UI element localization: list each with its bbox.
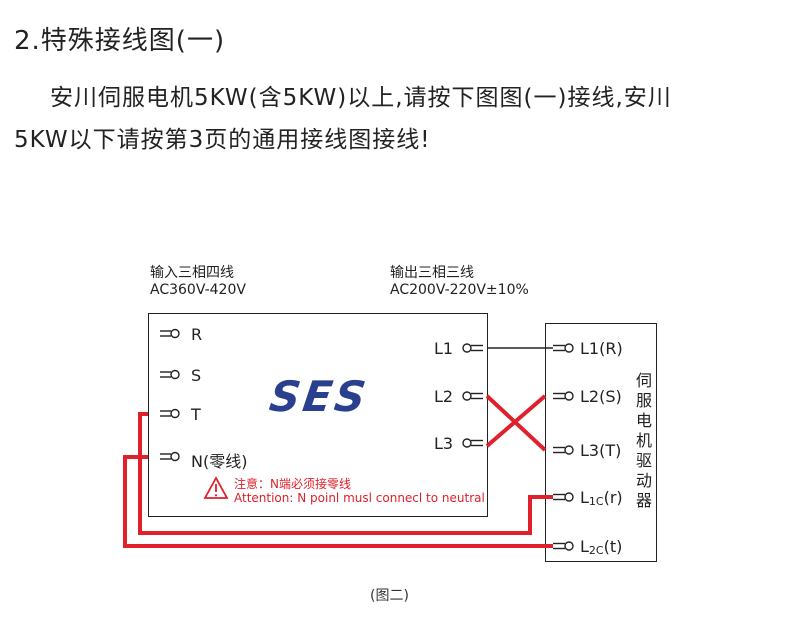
driver-terminal-symbols bbox=[553, 343, 574, 551]
terminal-r-label: R bbox=[191, 325, 203, 344]
driver-label-char: 服 bbox=[635, 391, 652, 410]
terminal-l2-label: L2 bbox=[434, 387, 454, 406]
terminal-t-label: T bbox=[191, 405, 201, 424]
figure-caption: (图二) bbox=[370, 588, 409, 604]
driver-label-char: 机 bbox=[635, 431, 652, 450]
section-heading: 2.特殊接线图(一) bbox=[14, 26, 226, 56]
l3-to-l2-wire bbox=[485, 394, 547, 448]
servo-driver-box bbox=[545, 323, 657, 562]
driver-label-char: 驱 bbox=[635, 451, 652, 470]
driver-l2c-sub: 2C bbox=[588, 544, 604, 557]
driver-l1c-tail: (r) bbox=[603, 488, 623, 507]
warning-triangle-icon bbox=[203, 476, 229, 499]
driver-l2c-main: L bbox=[580, 537, 589, 556]
converter-box bbox=[148, 313, 488, 517]
output-terminal-symbols bbox=[462, 343, 483, 448]
driver-l2-label: L2(S) bbox=[580, 387, 622, 406]
output-voltage: AC200V-220V±10% bbox=[390, 282, 529, 298]
driver-l2c-label: L2C(t) bbox=[580, 537, 622, 557]
input-title: 输入三相四线 bbox=[150, 265, 234, 281]
warning-en: Attention: N poinl musl connecl to neutr… bbox=[234, 491, 485, 505]
n-to-l2c-wire bbox=[123, 455, 553, 548]
terminal-l1-label: L1 bbox=[434, 339, 454, 358]
ses-logo: SES bbox=[266, 372, 372, 421]
input-voltage: AC360V-420V bbox=[150, 282, 246, 298]
driver-l1c-sub: 1C bbox=[588, 495, 604, 508]
paragraph-line-1: 安川伺服电机5KW(含5KW)以上,请按下图图(一)接线,安川 bbox=[50, 85, 672, 111]
driver-l1c-label: L1C(r) bbox=[580, 488, 623, 508]
driver-l2c-tail: (t) bbox=[603, 537, 623, 556]
driver-l3-label: L3(T) bbox=[580, 441, 622, 460]
driver-label-char: 伺 bbox=[635, 371, 652, 390]
paragraph-line-2: 5KW以下请按第3页的通用接线图接线! bbox=[14, 127, 431, 153]
driver-label-char: 器 bbox=[635, 491, 652, 510]
terminal-l3-label: L3 bbox=[434, 434, 454, 453]
driver-l1c-main: L bbox=[580, 488, 589, 507]
driver-label-char: 动 bbox=[635, 471, 652, 490]
input-terminal-symbols bbox=[160, 328, 180, 462]
output-title: 输出三相三线 bbox=[390, 265, 474, 281]
t-to-l1c-wire bbox=[138, 412, 553, 535]
terminal-s-label: S bbox=[191, 366, 202, 385]
driver-label-char: 电 bbox=[635, 411, 652, 430]
terminal-n-label: N(零线) bbox=[191, 452, 248, 471]
driver-l1-label: L1(R) bbox=[580, 339, 623, 358]
warning-cn: 注意：N端必须接零线 bbox=[234, 477, 351, 491]
driver-vertical-label: 伺 服 电 机 驱 动 器 bbox=[634, 371, 654, 511]
